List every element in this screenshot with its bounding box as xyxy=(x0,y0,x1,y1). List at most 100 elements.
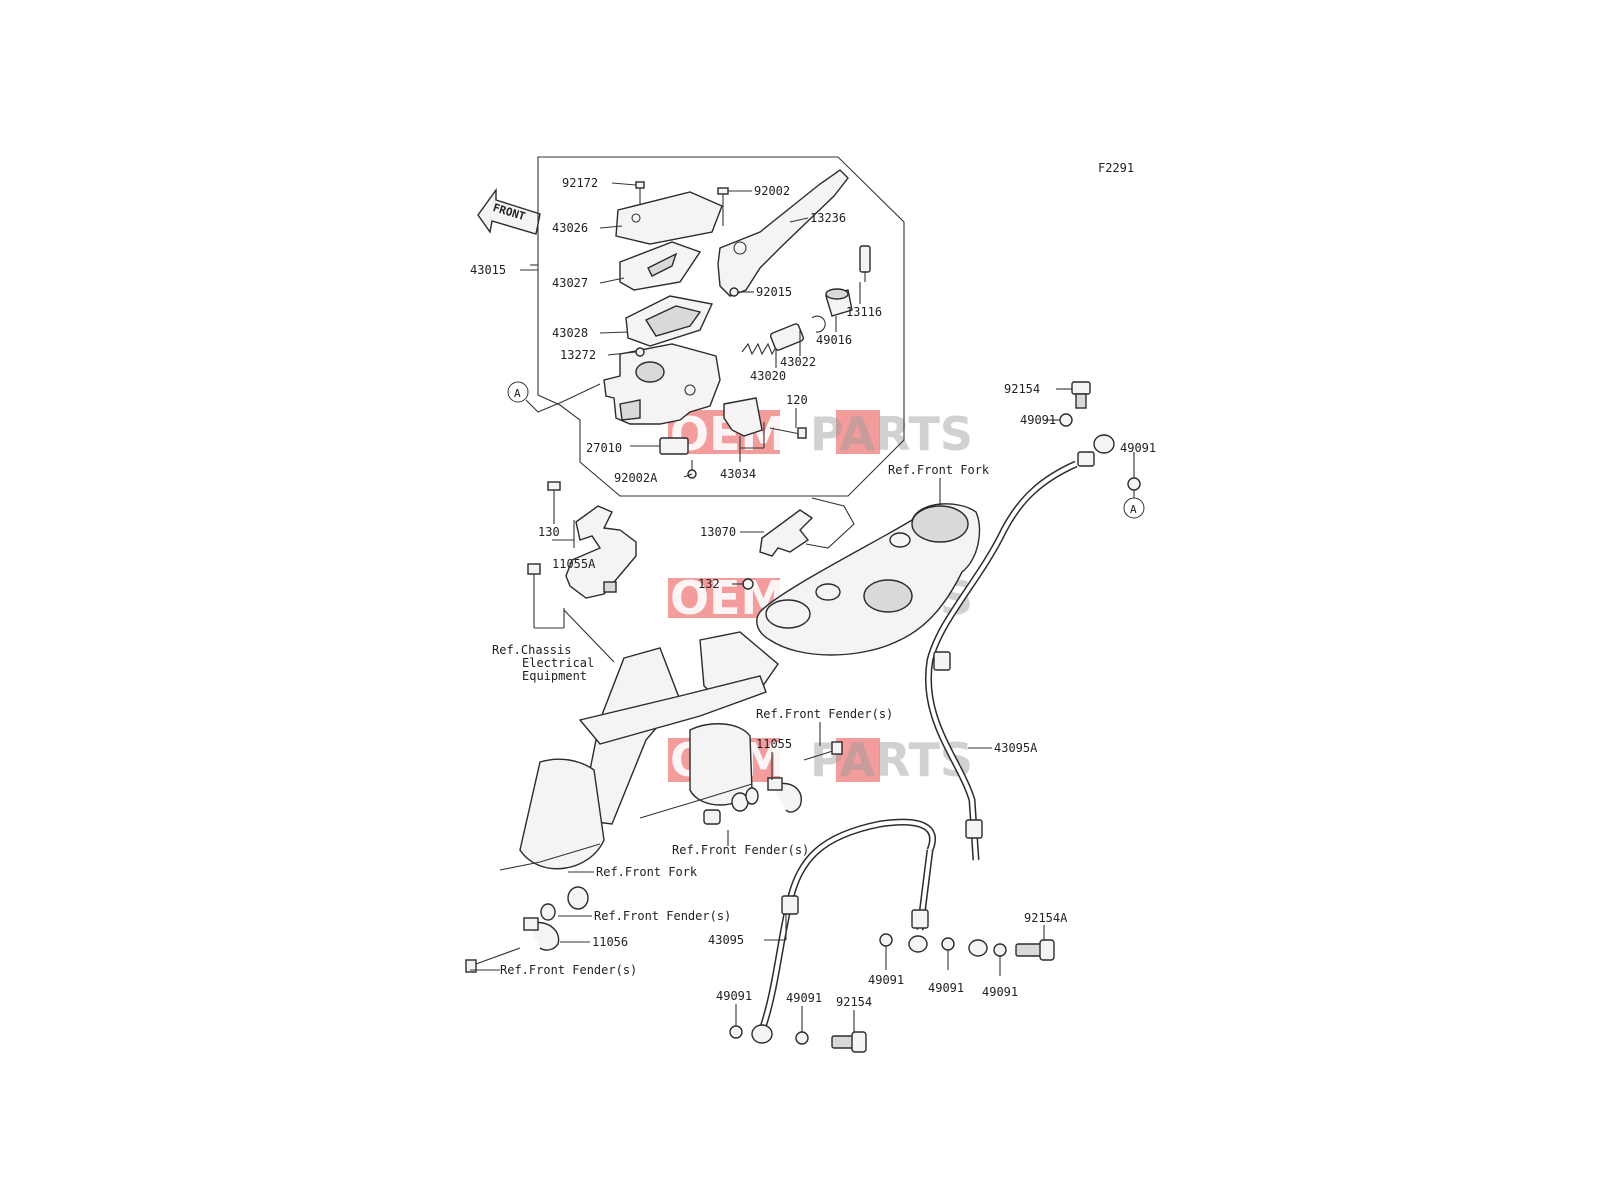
label-ref-chassis-3: Equipment xyxy=(522,669,587,683)
master-cylinder-body xyxy=(603,343,721,425)
bolt-fender-4-part xyxy=(465,947,521,973)
watermark-parts-text: PARTS xyxy=(810,733,973,787)
label-13272: 13272 xyxy=(560,348,596,362)
collar-fender-2-part xyxy=(703,787,759,825)
triple-clamp-part xyxy=(756,503,981,656)
leader-lines xyxy=(470,182,1135,1032)
label-49091-b: 49091 xyxy=(868,973,904,987)
washer-49091-e xyxy=(795,1031,809,1045)
label-43027: 43027 xyxy=(552,276,588,290)
label-92154A: 92154A xyxy=(1024,911,1068,925)
label-11055: 11055 xyxy=(756,737,792,751)
label-ref-front-fork-low: Ref.Front Fork xyxy=(596,865,698,879)
label-ref-front-fender-1: Ref.Front Fender(s) xyxy=(756,707,893,721)
screw-92002A-icon xyxy=(687,460,697,479)
label-49091-c: 49091 xyxy=(928,981,964,995)
banjo-fitting-mid xyxy=(908,935,928,953)
label-13070: 13070 xyxy=(700,525,736,539)
label-13116: 13116 xyxy=(846,305,882,319)
brake-hose-43095 xyxy=(758,818,936,1032)
washer-49091-d xyxy=(993,943,1007,957)
screw-13272-icon xyxy=(635,347,645,357)
clip-11056-part xyxy=(523,917,560,951)
label-132: 132 xyxy=(698,577,720,591)
clamp-part xyxy=(723,397,763,437)
label-92154-low: 92154 xyxy=(836,995,872,1009)
label-49091-d: 49091 xyxy=(982,985,1018,999)
banjo-fitting-low xyxy=(751,1024,773,1044)
label-43022: 43022 xyxy=(780,355,816,369)
piston-assembly-part xyxy=(741,323,805,356)
label-ref-front-fender-2: Ref.Front Fender(s) xyxy=(672,843,809,857)
ref-marker-a-left: A xyxy=(507,381,601,413)
collar-fender-3-part xyxy=(540,886,589,921)
bolt-chassis-part xyxy=(527,563,541,608)
label-ref-front-fork-top: Ref.Front Fork xyxy=(888,463,990,477)
label-130: 130 xyxy=(538,525,560,539)
label-49091-top2: 49091 xyxy=(1120,441,1156,455)
label-49091-e: 49091 xyxy=(786,991,822,1005)
bolt-120-part xyxy=(769,427,807,439)
bracket-11055A-part xyxy=(565,505,637,599)
banjo-bolt-92154A xyxy=(1015,939,1055,961)
label-ref-front-fender-4: Ref.Front Fender(s) xyxy=(500,963,637,977)
ref-marker-a-right: A xyxy=(1123,497,1145,519)
clip-11055-part xyxy=(767,777,802,813)
label-11056: 11056 xyxy=(592,935,628,949)
label-120: 120 xyxy=(786,393,808,407)
label-ref-chassis-2: Electrical xyxy=(522,656,594,670)
washer-49091-b xyxy=(879,933,893,947)
label-92154-top: 92154 xyxy=(1004,382,1040,396)
washer-49091-top1 xyxy=(1059,413,1073,427)
label-ref-front-fender-3: Ref.Front Fender(s) xyxy=(594,909,731,923)
brake-hose-43095A xyxy=(925,460,1078,861)
label-43034: 43034 xyxy=(720,467,756,481)
label-43026: 43026 xyxy=(552,221,588,235)
diagram-code: F2291 xyxy=(1098,161,1134,175)
screw-92172-icon xyxy=(635,181,645,204)
washer-49091-a xyxy=(729,1025,743,1039)
boot-part xyxy=(825,288,853,317)
svg-text:A: A xyxy=(1130,503,1137,516)
banjo-bolt-92154-low xyxy=(831,1031,867,1053)
svg-text:A: A xyxy=(514,387,521,400)
nut-92015-icon xyxy=(729,287,739,297)
banjo-fitting-top xyxy=(1077,434,1115,467)
label-49016: 49016 xyxy=(816,333,852,347)
label-11055A: 11055A xyxy=(552,557,596,571)
washer-49091-top2 xyxy=(1127,477,1141,491)
reservoir-cap-part xyxy=(615,191,723,245)
banjo-bolt-92154-top xyxy=(1071,381,1091,409)
washer-49091-c xyxy=(941,937,955,951)
label-49091-top1: 49091 xyxy=(1020,413,1056,427)
bracket-27010-part xyxy=(659,437,689,455)
switch-13116-part xyxy=(859,245,871,282)
part-labels: 92172 92002 13236 43026 43015 43027 9201… xyxy=(470,176,1156,1009)
label-43095A: 43095A xyxy=(994,741,1038,755)
label-43015: 43015 xyxy=(470,263,506,277)
bolt-130-part xyxy=(547,481,561,506)
cable-guide-13070-part xyxy=(759,497,855,557)
front-arrow-icon: FRONT xyxy=(477,187,541,235)
label-92172: 92172 xyxy=(562,176,598,190)
label-92002A: 92002A xyxy=(614,471,658,485)
circlip-part xyxy=(811,315,826,333)
label-92015: 92015 xyxy=(756,285,792,299)
brake-lever-part xyxy=(717,169,849,297)
label-43028: 43028 xyxy=(552,326,588,340)
label-43020: 43020 xyxy=(750,369,786,383)
lower-bracket-part xyxy=(578,675,767,745)
bolt-fender-1-part xyxy=(803,741,843,761)
watermark-1: OEM PARTS xyxy=(668,407,973,461)
banjo-fitting-right xyxy=(968,939,988,957)
label-49091-a: 49091 xyxy=(716,989,752,1003)
label-43095: 43095 xyxy=(708,933,744,947)
label-92002: 92002 xyxy=(754,184,790,198)
nut-132-icon xyxy=(742,578,754,590)
label-ref-chassis-1: Ref.Chassis xyxy=(492,643,571,657)
label-13236: 13236 xyxy=(810,211,846,225)
assembly-boundary xyxy=(537,156,905,497)
label-27010: 27010 xyxy=(586,441,622,455)
